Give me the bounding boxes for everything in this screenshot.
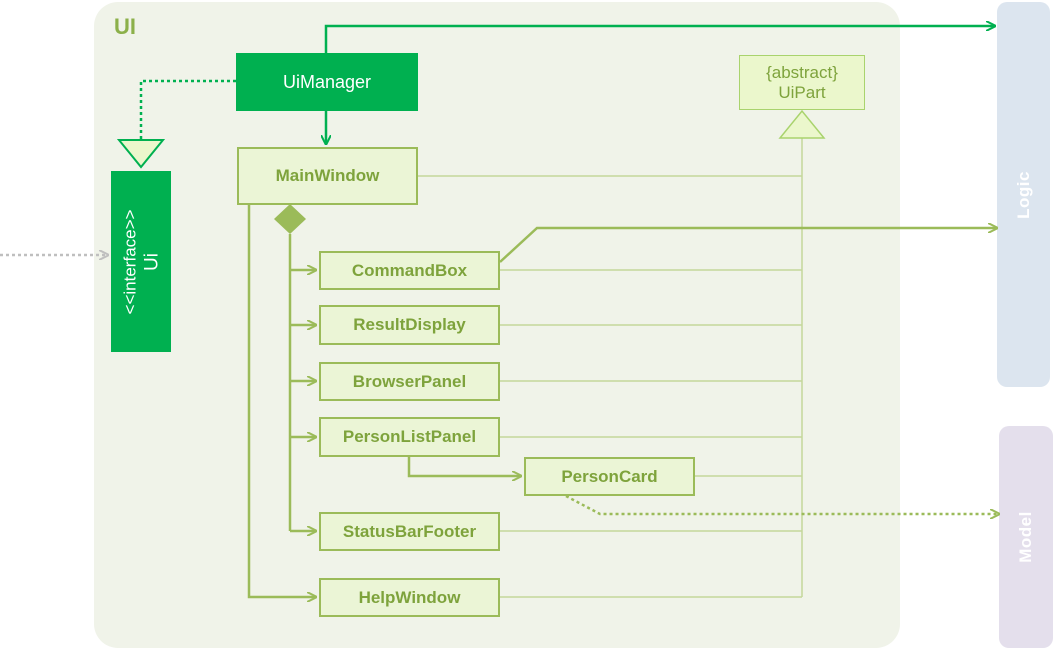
helpwindow-class: HelpWindow <box>319 578 500 617</box>
inheritance-triangle <box>778 109 826 139</box>
personlistpanel-class: PersonListPanel <box>319 417 500 457</box>
uimanager-realizes-ui <box>139 79 236 140</box>
statusbarfooter-label: StatusBarFooter <box>342 521 477 541</box>
model-component-panel: Model <box>999 426 1053 648</box>
uipart-abstract-class: {abstract} UiPart <box>739 55 865 110</box>
commandbox-to-logic-arrow <box>499 228 997 263</box>
ui-interface-name: Ui <box>141 252 163 271</box>
commandbox-label: CommandBox <box>351 260 468 280</box>
uipart-name: UiPart <box>778 82 826 102</box>
uipart-stereotype: {abstract} <box>766 62 838 82</box>
personcard-to-model-arrow <box>565 494 999 514</box>
composition-diamond <box>274 204 306 234</box>
personlistpanel-label: PersonListPanel <box>342 427 477 446</box>
browserpanel-label: BrowserPanel <box>352 371 467 391</box>
uimanager-class: UiManager <box>236 53 418 111</box>
realization-triangle <box>116 139 166 169</box>
commandbox-class: CommandBox <box>319 251 500 290</box>
ui-container-title: UI <box>114 14 136 39</box>
uimanager-label: UiManager <box>282 71 372 92</box>
mainwindow-label: MainWindow <box>275 166 380 185</box>
resultdisplay-label: ResultDisplay <box>353 315 466 334</box>
uimanager-to-logic-arrow <box>324 26 995 53</box>
to-personcard <box>407 457 521 476</box>
logic-component-panel: Logic <box>997 2 1050 387</box>
browserpanel-class: BrowserPanel <box>319 362 500 401</box>
resultdisplay-class: ResultDisplay <box>319 305 500 345</box>
mainwindow-class: MainWindow <box>237 147 418 205</box>
personcard-label: PersonCard <box>561 466 658 486</box>
ui-interface-stereotype: <<interface>> <box>120 209 140 314</box>
statusbarfooter-class: StatusBarFooter <box>319 512 500 551</box>
personcard-class: PersonCard <box>524 457 695 496</box>
ui-interface-class: <<interface>> Ui <box>111 171 171 352</box>
to-helpwindow <box>247 205 316 597</box>
helpwindow-label: HelpWindow <box>358 587 461 607</box>
